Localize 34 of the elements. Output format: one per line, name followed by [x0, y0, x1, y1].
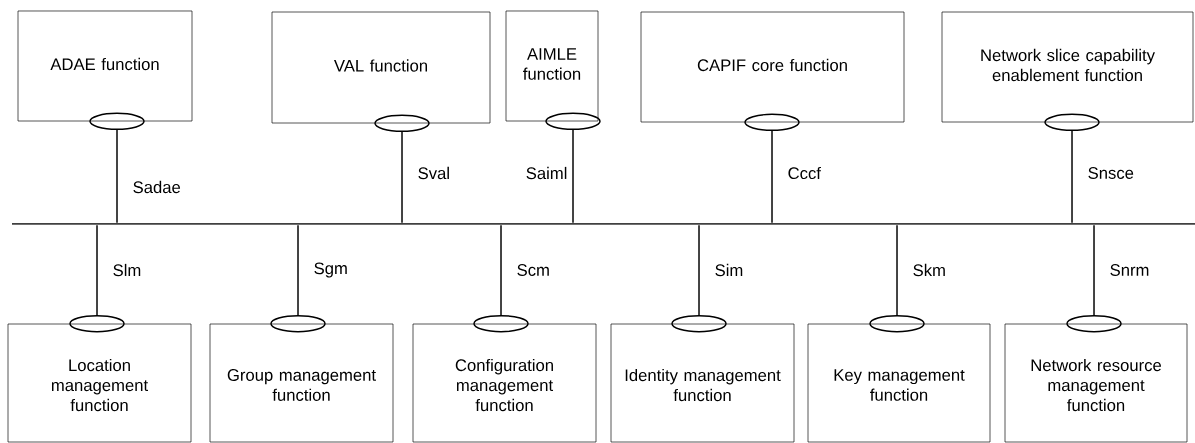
edge-label: Slm	[113, 263, 141, 277]
function-box: ADAE function	[17, 10, 193, 122]
edge-label: Saiml	[526, 166, 567, 180]
edge-label: Sadae	[133, 180, 181, 194]
edge-label: Sgm	[314, 262, 347, 278]
function-box: Key management function	[807, 323, 991, 443]
function-box: Network resource management function	[1004, 323, 1188, 443]
interface-connector	[89, 112, 145, 224]
edge-label: Snrm	[1110, 264, 1149, 276]
interface-connector	[671, 224, 727, 333]
interface-connector	[545, 112, 601, 224]
interface-connector	[869, 224, 925, 333]
edge-label: Sval	[418, 166, 449, 180]
function-box: Location management function	[7, 323, 192, 443]
interface-connector	[69, 224, 125, 333]
edge-label: Snsce	[1088, 167, 1134, 179]
function-box: Configuration management function	[412, 323, 597, 443]
interface-connector	[473, 224, 529, 333]
bus-line	[11, 223, 1195, 225]
interface-connector	[1066, 224, 1122, 333]
edge-label: Skm	[913, 263, 945, 277]
interface-connector	[1044, 113, 1100, 224]
edge-label: Sim	[715, 263, 743, 277]
function-box: VAL function	[271, 11, 491, 124]
function-box: Identity management function	[610, 323, 795, 443]
edge-label: Scm	[517, 264, 549, 276]
interface-connector	[270, 224, 326, 333]
function-box: Network slice capability enablement function	[941, 11, 1194, 123]
edge-label: Cccf	[788, 166, 821, 180]
function-box: CAPIF core function	[640, 11, 905, 123]
interface-connector	[744, 113, 800, 224]
function-box: AIMLE function	[505, 10, 599, 122]
function-box: Group management function	[209, 323, 394, 443]
interface-connector	[374, 114, 430, 224]
